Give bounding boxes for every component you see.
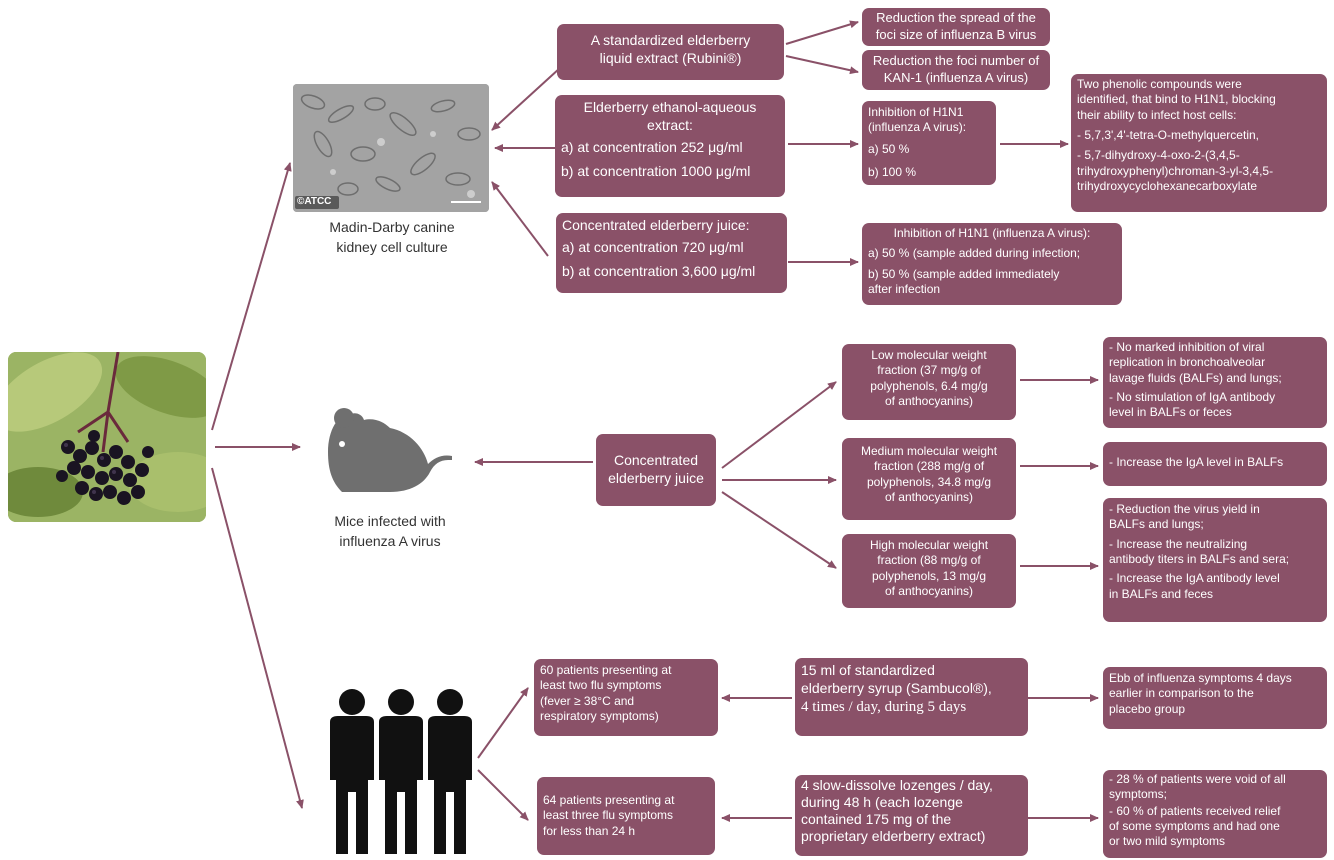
arrow-juice-to-low: [721, 381, 837, 469]
juice-cells-outcome-box: Inhibition of H1N1 (influenza A virus): …: [862, 223, 1122, 305]
juice-mice-box: Concentrated elderberry juice: [596, 434, 716, 506]
mouse-icon: [320, 400, 458, 500]
medium-mw-fraction-box: Medium molecular weight fraction (288 mg…: [842, 438, 1016, 520]
cells-caption: Madin-Darby canine kidney cell culture: [329, 219, 455, 255]
ethanol-outcome-box: Inhibition of H1N1 (influenza A virus): …: [862, 101, 996, 185]
arrow-to-humans: [211, 467, 304, 809]
sambucol-syrup-box: 15 ml of standardized elderberry syrup (…: [795, 658, 1028, 736]
syrup-outcome-box: Ebb of influenza symptoms 4 days earlier…: [1103, 667, 1327, 729]
mice-caption: Mice infected with influenza A virus: [334, 513, 446, 549]
low-mw-outcome-box: - No marked inhibition of viral replicat…: [1103, 337, 1327, 428]
atcc-watermark: ©ATCC: [297, 196, 332, 207]
lozenges-outcome-box: - 28 % of patients were void of all symp…: [1103, 770, 1327, 858]
arrow-rubini-out1: [785, 20, 859, 45]
rubini-outcome-2: Reduction the foci number of KAN-1 (infl…: [862, 50, 1050, 90]
lozenges-box: 4 slow-dissolve lozenges / day, during 4…: [795, 775, 1028, 856]
phenolic-compounds-box: Two phenolic compounds were identified, …: [1071, 74, 1327, 212]
low-mw-fraction-box: Low molecular weight fraction (37 mg/g o…: [842, 344, 1016, 420]
arrow-juice-to-high: [721, 491, 837, 569]
arrow-rubini-to-cells: [491, 67, 561, 131]
patients-64-box: 64 patients presenting at least three fl…: [537, 777, 715, 855]
arrow-people-to-60: [477, 687, 529, 759]
arrow-juice-to-cells: [491, 181, 549, 257]
rubini-outcome-1: Reduction the spread of the foci size of…: [862, 8, 1050, 46]
high-mw-fraction-box: High molecular weight fraction (88 mg/g …: [842, 534, 1016, 608]
ethanol-extract-box: Elderberry ethanol-aqueous extract: a) a…: [555, 95, 785, 197]
elderberry-photo: [8, 352, 206, 522]
cell-culture-micrograph: ©ATCC: [293, 84, 489, 212]
rubini-extract-box: A standardized elderberry liquid extract…: [557, 24, 784, 80]
high-mw-outcome-box: - Reduction the virus yield in BALFs and…: [1103, 498, 1327, 622]
people-icon: [326, 688, 476, 854]
arrow-rubini-out2: [785, 55, 859, 75]
patients-60-box: 60 patients presenting at least two flu …: [534, 659, 718, 736]
arrow-people-to-64: [477, 769, 529, 821]
arrow-to-cells: [211, 162, 292, 431]
medium-mw-outcome-box: - Increase the IgA level in BALFs: [1103, 442, 1327, 486]
juice-cells-box: Concentrated elderberry juice: a) at con…: [556, 213, 787, 293]
